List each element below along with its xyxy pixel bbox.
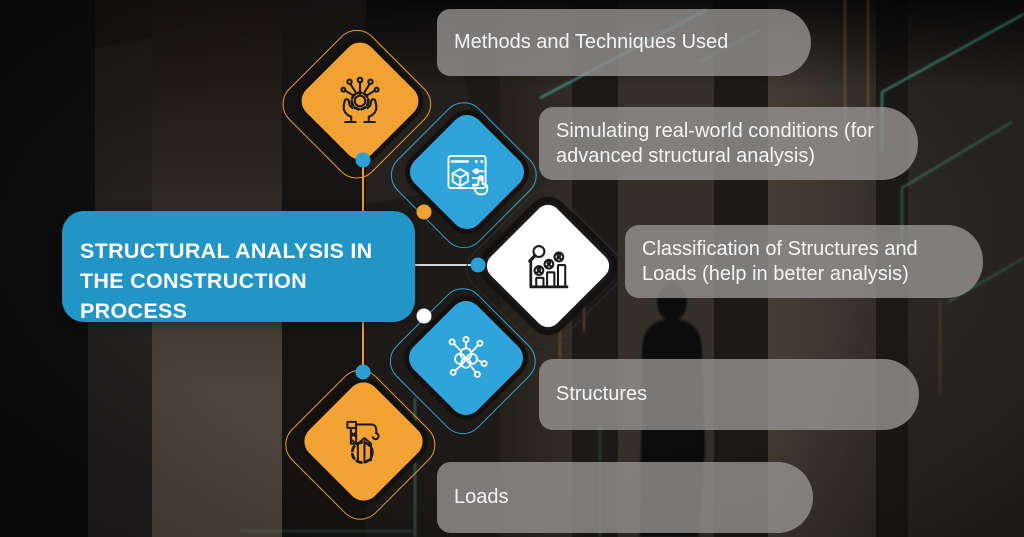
page-title: STRUCTURAL ANALYSIS IN THE CONSTRUCTION … [62,211,415,326]
label-text: Classification of Structures and Loads (… [642,237,918,285]
title-line-2: THE CONSTRUCTION PROCESS [80,269,307,323]
label-text: Methods and Techniques Used [454,31,729,53]
connector-dot [355,364,371,380]
connector-dot [470,257,486,273]
connector-dot [355,152,371,168]
label-loads: Loads [437,462,813,533]
title-box: STRUCTURAL ANALYSIS IN THE CONSTRUCTION … [62,211,415,323]
label-text: Simulating real-world conditions (for ad… [556,119,874,167]
label-methods: Methods and Techniques Used [437,9,811,76]
diamond-structures [402,294,530,422]
connector-dot [416,308,432,324]
label-simulating: Simulating real-world conditions (for ad… [539,107,918,180]
diamond-classification [477,195,619,337]
crane-gear-building-icon [317,395,410,488]
diamond-loads [297,375,430,508]
label-text: Structures [556,383,648,405]
label-classification: Classification of Structures and Loads (… [625,225,983,298]
hands-gear-network-icon [314,55,406,147]
chart-people-search-icon [501,219,595,313]
connector-line-horizontal [414,264,478,266]
title-line-1: STRUCTURAL ANALYSIS IN [80,239,373,263]
label-text: Loads [454,486,509,508]
browser-cube-settings-icon [422,127,512,217]
diamond-simulating [403,108,531,236]
label-structures: Structures [539,359,919,430]
diamond-methods [294,35,426,167]
connector-dot [416,204,432,220]
molecule-network-icon [421,313,511,403]
